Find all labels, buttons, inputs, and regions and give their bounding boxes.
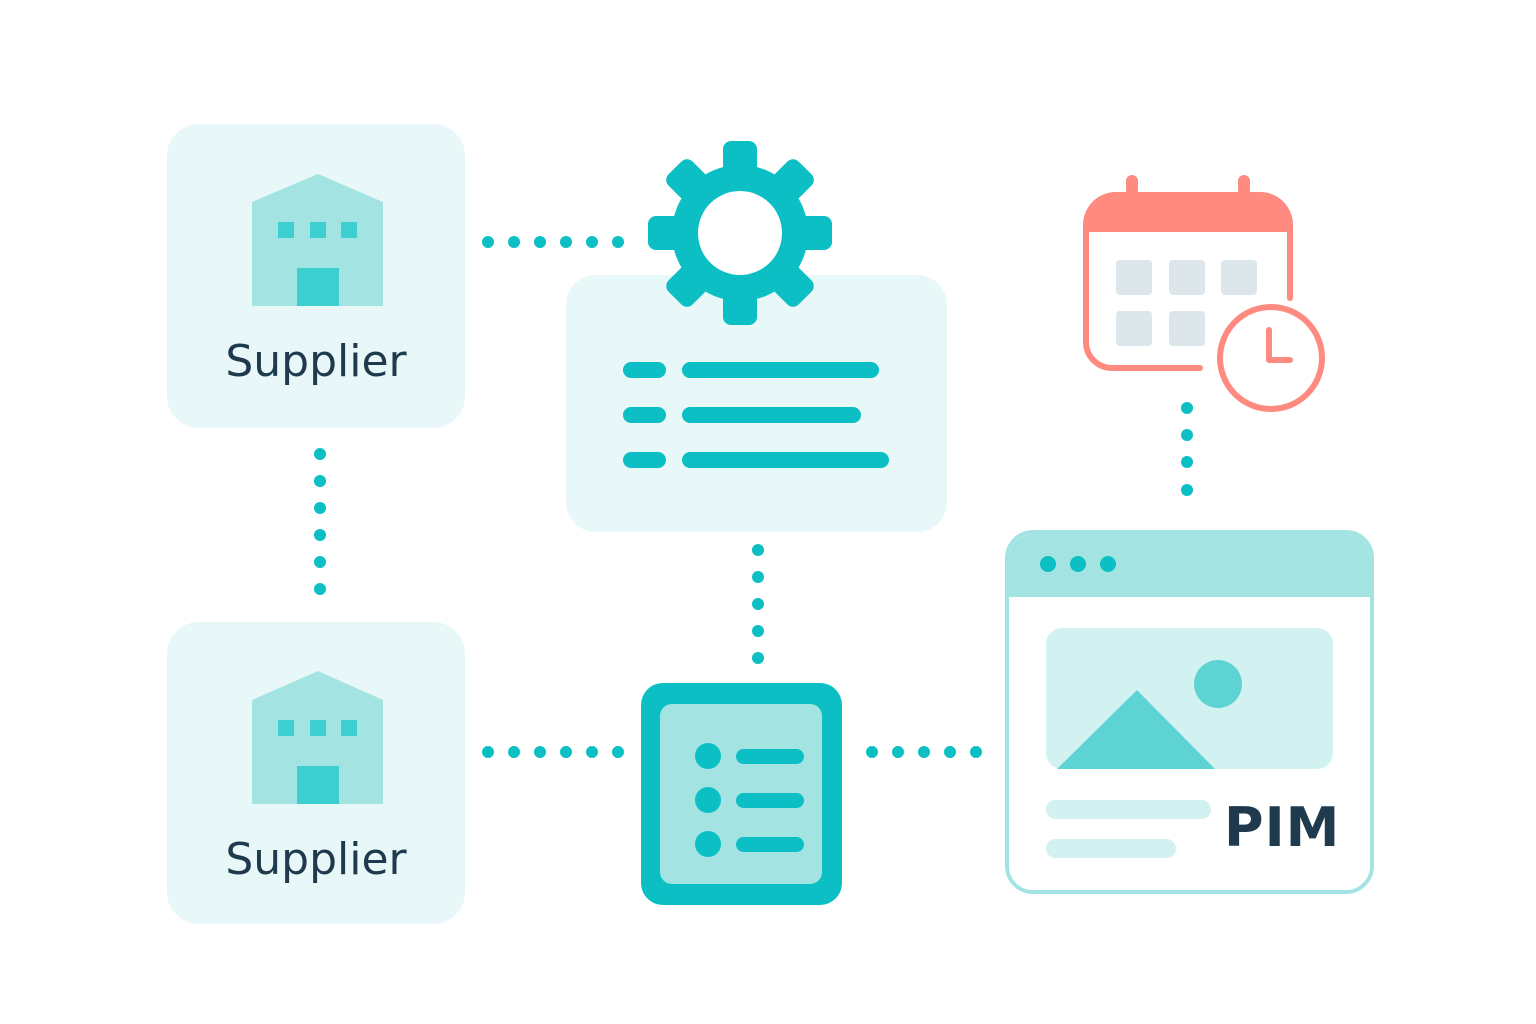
pim-label: PIM	[1224, 796, 1341, 859]
warehouse-icon	[252, 174, 383, 306]
checklist-icon	[695, 743, 804, 857]
connector-checklist-to-pim	[866, 746, 982, 758]
gear-icon	[648, 141, 832, 325]
clock-icon	[1216, 303, 1326, 413]
connectors	[314, 236, 1193, 758]
warehouse-icon	[252, 671, 383, 804]
supplier-label-bottom: Supplier	[225, 834, 407, 885]
connector-config-to-checklist	[752, 544, 764, 664]
connector-supplier-top-to-config	[482, 236, 624, 248]
config-panel	[566, 141, 947, 532]
supplier-card-bottom	[167, 622, 465, 924]
supplier-label-top: Supplier	[225, 336, 407, 387]
settings-list-icon	[623, 362, 889, 468]
pim-text-lines	[1046, 800, 1211, 858]
connector-supplier-top-to-supplier-bottom	[314, 448, 326, 595]
calendar-clock-icon	[1083, 175, 1326, 413]
supplier-card-top	[167, 124, 465, 428]
calendar-grid	[1116, 260, 1257, 346]
checklist-tile	[641, 683, 842, 905]
pim-window	[1005, 530, 1374, 894]
image-icon	[1046, 628, 1333, 769]
window-dots	[1040, 556, 1116, 572]
connector-supplier-bottom-to-checklist	[482, 746, 624, 758]
connector-schedule-to-pim	[1181, 402, 1193, 496]
